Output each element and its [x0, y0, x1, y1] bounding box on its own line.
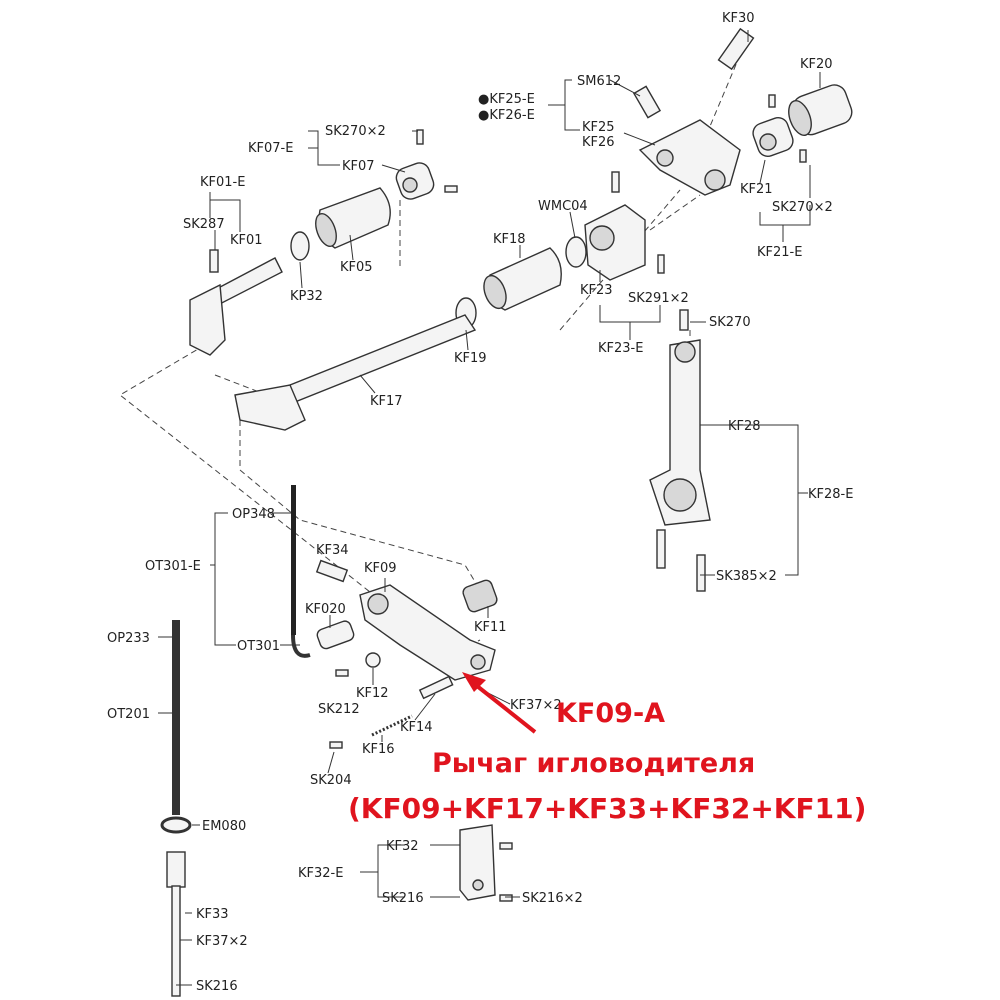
- label-kf01: KF01: [230, 233, 263, 248]
- label-kf18: KF18: [493, 232, 526, 247]
- label-sk216-b: SK216: [196, 979, 238, 994]
- label-sm612: SM612: [577, 74, 621, 89]
- label-kf26: KF26: [582, 135, 615, 150]
- kf07-collar: [395, 162, 435, 200]
- label-kf020: KF020: [305, 602, 346, 617]
- sm612-screw: [632, 85, 662, 119]
- part-labels: KF30 KF20 SM612 ●KF25-E ●KF26-E KF25 KF2…: [107, 11, 853, 994]
- callout-part-title: Рычаг игловодителя: [432, 748, 755, 779]
- label-kf21: KF21: [740, 182, 773, 197]
- kf28-connecting-rod: [649, 339, 711, 526]
- kf33-needle-bar: [166, 851, 186, 997]
- kf01-crank: [189, 257, 283, 356]
- label-kf12: KF12: [356, 686, 389, 701]
- screws: [209, 94, 807, 902]
- label-kf05: KF05: [340, 260, 373, 275]
- kp32-washer: [290, 231, 310, 261]
- label-sk270x2-b: SK270×2: [772, 200, 833, 215]
- label-sk291x2: SK291×2: [628, 291, 689, 306]
- kf16-spring: [371, 714, 413, 737]
- label-em080: EM080: [202, 819, 246, 834]
- kf32-block: [459, 824, 496, 901]
- label-op348: OP348: [232, 507, 275, 522]
- label-sk204: SK204: [310, 773, 352, 788]
- label-kf11: KF11: [474, 620, 507, 635]
- callout-part-composition: (KF09+KF17+KF33+KF32+KF11): [348, 792, 866, 825]
- label-sk270x2-a: SK270×2: [325, 124, 386, 139]
- label-ot301: OT301: [237, 639, 280, 654]
- label-kf01e: KF01-E: [200, 175, 245, 190]
- op233-chain: [172, 620, 180, 815]
- label-sk212: SK212: [318, 702, 360, 717]
- label-kf37x2-b: KF37×2: [196, 934, 248, 949]
- callout: KF09-A Рычаг игловодителя (KF09+KF17+KF3…: [348, 672, 866, 825]
- label-kf34: KF34: [316, 543, 349, 558]
- label-kf07e: KF07-E: [248, 141, 293, 156]
- callout-arrow-line: [470, 680, 537, 734]
- label-kf32: KF32: [386, 839, 419, 854]
- label-kf28: KF28: [728, 419, 761, 434]
- callout-arrow-head: [462, 672, 486, 692]
- label-kf32e: KF32-E: [298, 866, 343, 881]
- label-kf25e: ●KF25-E: [478, 92, 535, 107]
- kf23-clamp: [584, 204, 646, 281]
- kf34-block: [315, 559, 349, 583]
- label-sk216-a: SK216: [382, 891, 424, 906]
- kf11-bearing: [462, 579, 498, 613]
- kf18-bushing: [483, 247, 562, 311]
- label-kf23e: KF23-E: [598, 341, 643, 356]
- label-kf07: KF07: [342, 159, 375, 174]
- label-kf16: KF16: [362, 742, 395, 757]
- label-kp32: KP32: [290, 289, 323, 304]
- label-kf20: KF20: [800, 57, 833, 72]
- label-sk287: SK287: [183, 217, 225, 232]
- label-op233: OP233: [107, 631, 150, 646]
- label-kf30: KF30: [722, 11, 755, 26]
- wmc04-washer: [565, 236, 587, 268]
- kf020-pin: [316, 620, 355, 650]
- kf12-nut: [365, 652, 381, 668]
- label-kf25: KF25: [582, 120, 615, 135]
- label-kf09: KF09: [364, 561, 397, 576]
- kf09-lever: [359, 584, 496, 681]
- kf30-pin: [717, 27, 755, 71]
- kf14-pin: [418, 675, 454, 700]
- label-kf23: KF23: [580, 283, 613, 298]
- label-kf26e: ●KF26-E: [478, 108, 535, 123]
- leader-lines: [158, 30, 821, 986]
- label-wmc04: WMC04: [538, 199, 588, 214]
- label-sk385x2: SK385×2: [716, 569, 777, 584]
- label-kf37x2-a: KF37×2: [510, 698, 562, 713]
- label-kf33: KF33: [196, 907, 229, 922]
- kf05-bushing: [315, 187, 391, 249]
- label-ot201: OT201: [107, 707, 150, 722]
- kf20-bushing: [788, 84, 853, 136]
- kf28-bolts: [656, 309, 706, 592]
- kf21-collar: [752, 116, 794, 158]
- em080-ring: [160, 816, 192, 834]
- label-ot301e: OT301-E: [145, 559, 201, 574]
- callout-part-code: KF09-A: [556, 698, 665, 729]
- kf17-shaft: [234, 314, 477, 431]
- op348-rod: [291, 485, 311, 658]
- label-kf28e: KF28-E: [808, 487, 853, 502]
- kf25-crank: [638, 119, 741, 196]
- label-sk270: SK270: [709, 315, 751, 330]
- label-kf19: KF19: [454, 351, 487, 366]
- label-sk216x2: SK216×2: [522, 891, 583, 906]
- label-kf14: KF14: [400, 720, 433, 735]
- label-kf17: KF17: [370, 394, 403, 409]
- label-kf21e: KF21-E: [757, 245, 802, 260]
